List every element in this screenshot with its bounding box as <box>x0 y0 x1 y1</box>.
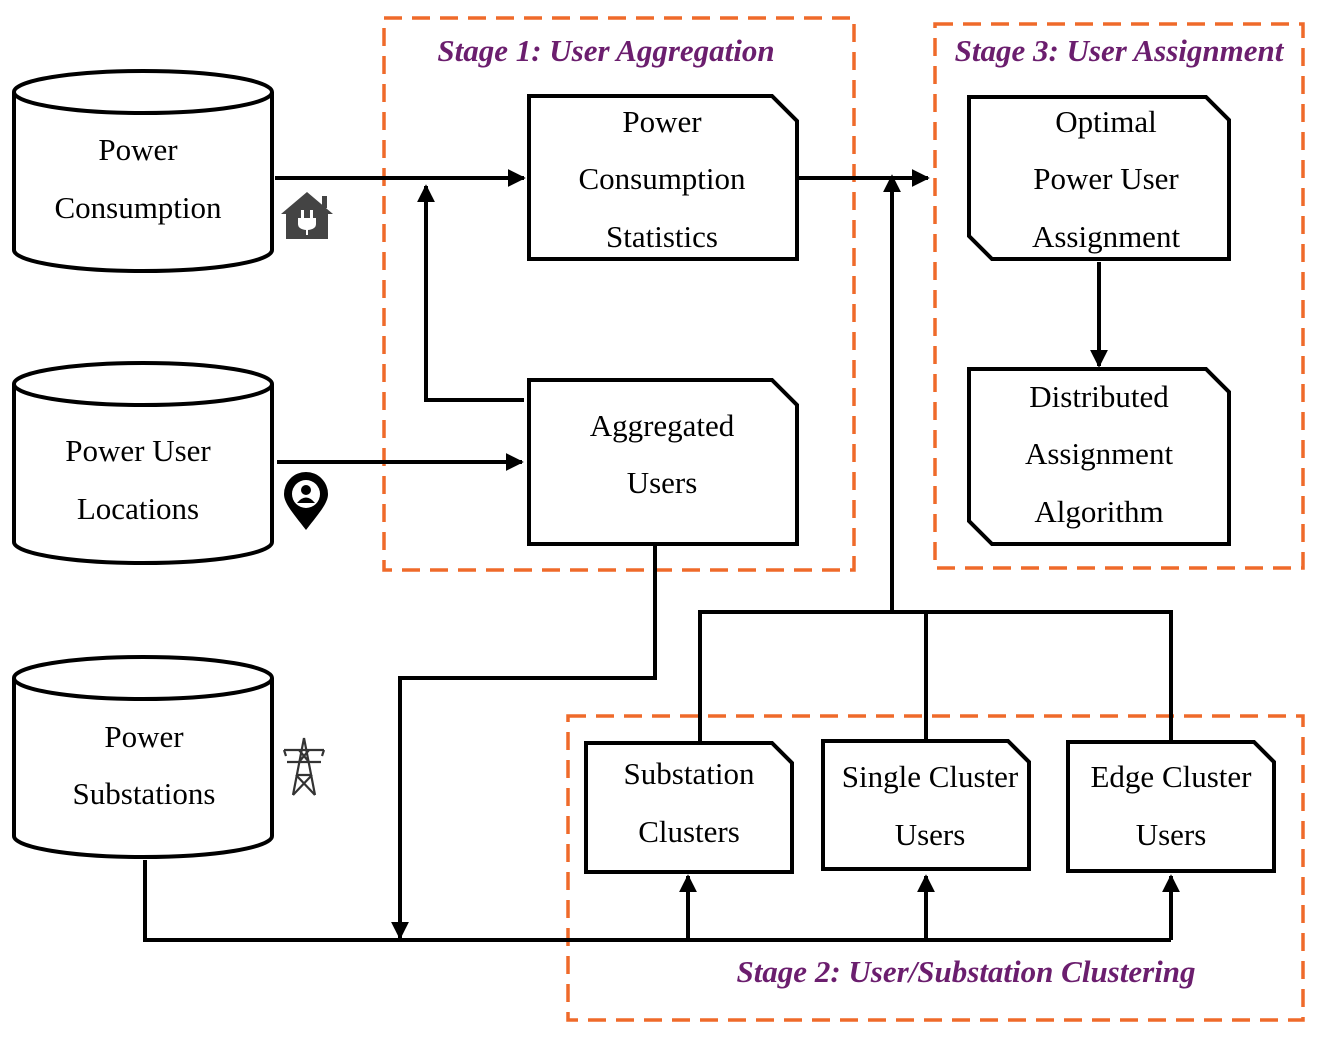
transmission-tower-icon <box>282 737 326 796</box>
stage2-title: Stage 2: User/Substation Clustering <box>736 954 1195 989</box>
svg-text:Algorithm: Algorithm <box>1034 494 1163 529</box>
svg-text:Users: Users <box>1136 817 1207 852</box>
svg-text:Power User: Power User <box>1033 161 1179 196</box>
node-substation-clusters: Substation Clusters <box>584 741 794 874</box>
svg-text:Substations: Substations <box>73 776 216 811</box>
database-power-consumption: Power Consumption <box>12 69 274 273</box>
svg-text:Assignment: Assignment <box>1025 436 1174 471</box>
connectors <box>143 169 1180 942</box>
node-edge-cluster-users: Edge Cluster Users <box>1066 740 1276 873</box>
svg-text:Locations: Locations <box>77 491 199 526</box>
node-power-consumption-statistics: Power Consumption Statistics <box>527 94 799 261</box>
svg-text:Clusters: Clusters <box>638 814 740 849</box>
svg-text:Power: Power <box>104 719 184 754</box>
node-optimal-power-user-assignment: Optimal Power User Assignment <box>967 95 1231 261</box>
node-aggregated-users: Aggregated Users <box>527 378 799 546</box>
svg-text:Assignment: Assignment <box>1032 219 1181 254</box>
database-power-substations: Power Substations <box>12 655 274 859</box>
arrow-aggregated-to-bus <box>391 545 657 940</box>
cluster-bus <box>698 610 1173 742</box>
node-single-cluster-users: Single Cluster Users <box>821 739 1031 871</box>
house-plug-icon <box>281 192 333 239</box>
location-pin-icon <box>284 472 328 530</box>
stage1-box: Stage 1: User Aggregation <box>382 16 856 572</box>
stage3-title: Stage 3: User Assignment <box>955 33 1285 68</box>
svg-text:Power: Power <box>622 104 702 139</box>
svg-text:Optimal: Optimal <box>1055 104 1157 139</box>
svg-text:Aggregated: Aggregated <box>590 408 735 443</box>
svg-text:Power: Power <box>98 132 178 167</box>
svg-text:Consumption: Consumption <box>54 190 222 225</box>
stage3-box: Stage 3: User Assignment <box>933 22 1305 570</box>
arrow-aggregated-to-statistics <box>417 184 524 402</box>
svg-text:Statistics: Statistics <box>606 219 718 254</box>
svg-text:Power User: Power User <box>65 433 211 468</box>
svg-text:Users: Users <box>895 817 966 852</box>
stage2-box: Stage 2: User/Substation Clustering <box>566 714 1305 1022</box>
svg-text:Distributed: Distributed <box>1029 379 1169 414</box>
svg-text:Edge Cluster: Edge Cluster <box>1091 759 1253 794</box>
svg-text:Single Cluster: Single Cluster <box>842 759 1019 794</box>
node-distributed-assignment-algorithm: Distributed Assignment Algorithm <box>967 367 1231 546</box>
svg-text:Users: Users <box>627 465 698 500</box>
svg-text:Substation: Substation <box>624 756 755 791</box>
stage1-title: Stage 1: User Aggregation <box>437 33 774 68</box>
substation-bus <box>143 860 1171 942</box>
database-power-user-locations: Power User Locations <box>12 361 274 565</box>
svg-text:Consumption: Consumption <box>578 161 746 196</box>
